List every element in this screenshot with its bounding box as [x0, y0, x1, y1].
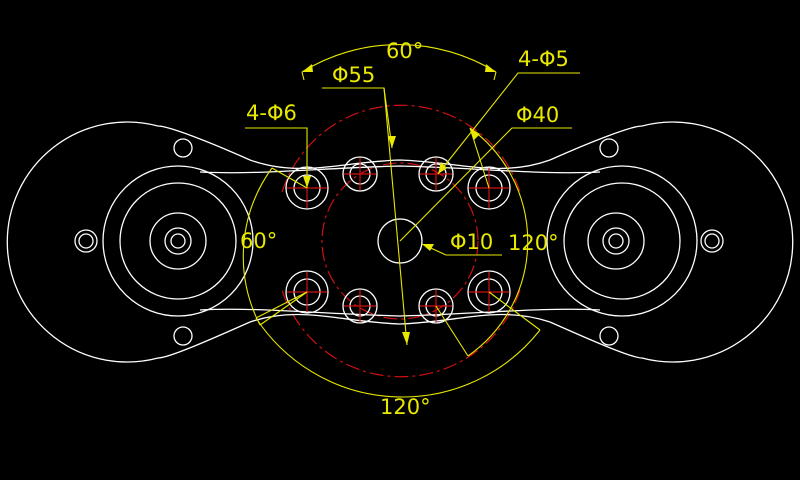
holes6-leader	[245, 127, 308, 188]
bolt-circle-40	[321, 162, 479, 320]
centerlines	[281, 104, 521, 378]
right-boss-outer	[546, 165, 698, 317]
right-top-hole	[599, 138, 619, 158]
angle-right-arc	[467, 127, 529, 357]
dia55-label: Φ55	[332, 63, 375, 87]
left-boss-bore	[164, 227, 192, 255]
holes5-leader	[437, 72, 580, 175]
dimension-lines	[242, 44, 580, 398]
angle-left-label: 60°	[240, 229, 277, 253]
top-waist-inner	[199, 165, 601, 174]
right-end-outline	[549, 121, 794, 363]
dia10-label: Φ10	[450, 230, 493, 254]
top-waist	[249, 159, 551, 170]
holes-phi6	[285, 166, 511, 314]
dia40-leader	[399, 127, 572, 242]
angle-right-label: 120°	[508, 231, 559, 255]
angle-top-label: 60°	[386, 39, 423, 63]
bolt-circle-55	[281, 104, 521, 378]
left-boss-inner	[149, 212, 207, 270]
right-boss-bore	[602, 227, 630, 255]
right-side-hole	[700, 229, 724, 253]
angle-top-arc	[301, 44, 497, 73]
right-side-hole-inner	[704, 233, 720, 249]
right-boss-pin	[608, 233, 624, 249]
holes6-label: 4-Φ6	[246, 101, 297, 125]
left-side-hole	[74, 229, 98, 253]
hole-phi5	[342, 156, 378, 192]
right-boss-inner	[587, 212, 645, 270]
left-boss-mid	[119, 182, 237, 300]
dia40-label: Φ40	[516, 103, 559, 127]
holes-phi5	[342, 156, 454, 324]
bottom-waist-inner	[199, 308, 601, 317]
left-bottom-hole	[173, 326, 193, 346]
angle-left-arc	[242, 167, 273, 326]
left-side-hole-inner	[78, 233, 94, 249]
left-top-hole	[173, 138, 193, 158]
holes5-label: 4-Φ5	[518, 47, 569, 71]
angle-bottom-label: 120°	[380, 395, 431, 419]
link-body	[6, 121, 794, 363]
right-boss-mid	[563, 182, 681, 300]
hole-phi5	[418, 156, 454, 192]
left-boss-outer	[102, 165, 254, 317]
dimension-labels: 60° Φ55 4-Φ5 4-Φ6 Φ40 60° Φ10 120° 120°	[240, 39, 569, 419]
hole-phi5	[342, 288, 378, 324]
angle-bottom-arc	[255, 317, 541, 398]
right-bottom-hole	[599, 326, 619, 346]
left-end-outline	[6, 121, 251, 363]
bottom-waist	[249, 313, 551, 325]
left-boss-pin	[170, 233, 186, 249]
